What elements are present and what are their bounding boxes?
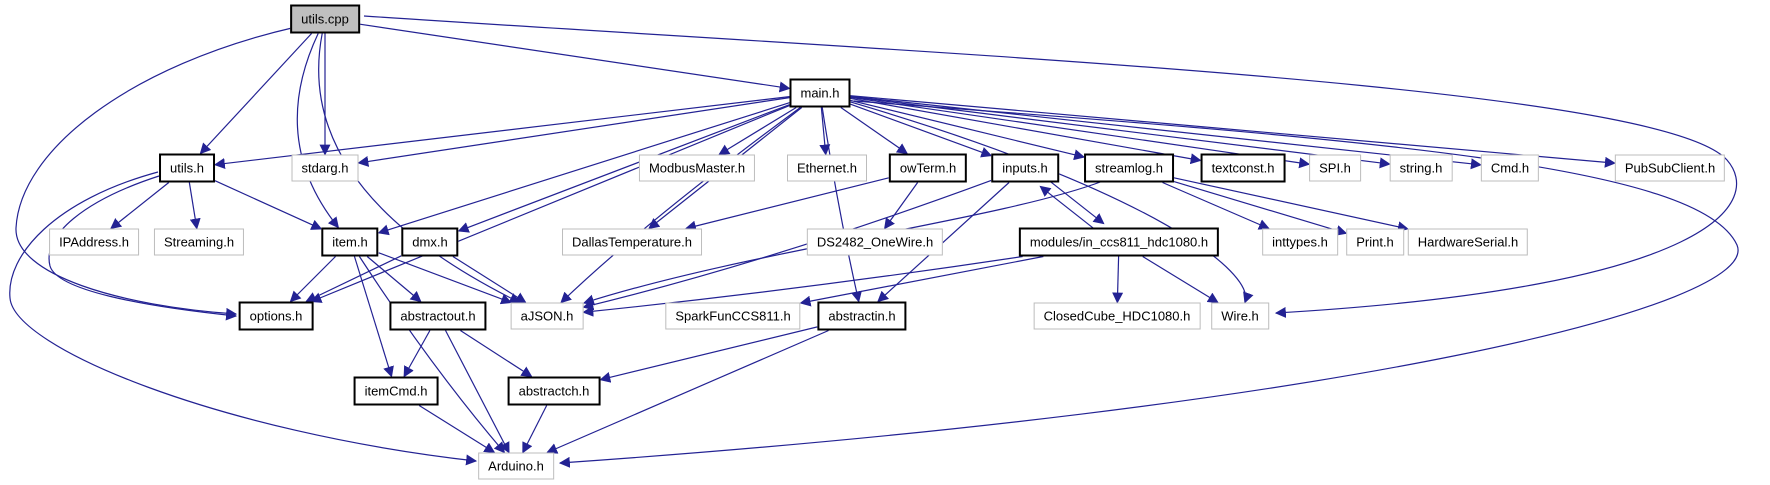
edge-owterm-h-includes-dallastemperature-h [684,177,889,232]
node-abstractch-h[interactable]: abstractch.h [507,376,601,406]
node-closedcube-hdc1080-h: ClosedCube_HDC1080.h [1033,302,1201,330]
node-ajson-h: aJSON.h [510,302,584,330]
edge-abstractout-h-includes-itemcmd-h [403,330,431,378]
edge-utils-h-includes-streaming-h [188,182,201,230]
edge-main-h-includes-wire-h [850,101,1254,304]
node-streamlog-h[interactable]: streamlog.h [1084,153,1174,183]
node-main-h[interactable]: main.h [789,78,851,108]
node-dmx-h[interactable]: dmx.h [401,227,459,257]
edge-abstractout-h-includes-arduino-h [445,330,510,454]
node-spi-h: SPI.h [1309,154,1361,182]
edge-modules-in-ccs811-hdc1080-h-includes-sparkfunccs811-h [799,255,1044,307]
edge-inputs-h-includes-modules-in-ccs811-hdc1080-h [1046,178,1105,225]
edge-modules-in-ccs811-hdc1080-h-includes-closedcube-hdc1080-h [1112,256,1124,304]
edge-inputs-h-includes-abstractin-h [877,182,1010,303]
edge-inputs-h-includes-ajson-h [582,179,992,311]
node-sparkfunccs811-h: SparkFunCCS811.h [665,302,801,330]
edge-main-h-includes-options-h [310,104,790,303]
node-hardwareserial-h: HardwareSerial.h [1407,228,1529,256]
edge-main-h-includes-abstractin-h [821,107,862,303]
edge-streamlog-h-includes-inttypes-h [1162,181,1270,230]
edge-main-h-includes-textconst-h [850,97,1202,165]
edge-abstractch-h-includes-arduino-h [522,405,548,454]
edge-main-h-includes-ethernet-h [819,107,831,156]
node-textconst-h[interactable]: textconst.h [1200,153,1286,183]
node-ds2482-onewire-h: DS2482_OneWire.h [806,228,944,256]
node-abstractin-h[interactable]: abstractin.h [817,301,907,331]
edge-owterm-h-includes-ds2482-onewire-h [884,182,919,230]
edge-group [9,15,1739,468]
edge-abstractin-h-includes-abstractch-h [599,326,818,383]
edge-streamlog-h-includes-hardwareserial-h [1173,177,1409,233]
edge-dmx-h-includes-ajson-h [452,255,527,304]
node-abstractout-h[interactable]: abstractout.h [389,301,487,331]
edge-modules-in-ccs811-hdc1080-h-includes-wire-h [1142,255,1219,304]
edge-utils-cpp-includes-utils-h [199,33,313,155]
edge-modules-in-ccs811-hdc1080-h-includes-inputs-h [1039,185,1098,232]
edge-main-h-includes-ajson-h [560,107,801,304]
node-ipaddress-h: IPAddress.h [49,228,139,256]
node-utils-cpp[interactable]: utils.cpp [290,4,360,34]
node-pubsubclient-h: PubSubClient.h [1614,154,1726,182]
edge-main-h-includes-modbusmaster-h [718,106,797,156]
edge-item-h-includes-ajson-h [378,252,513,305]
edge-main-h-includes-streamlog-h [850,99,1086,161]
edge-main-h-includes-stdarg-h [357,97,790,167]
node-wire-h: Wire.h [1211,302,1269,330]
edge-utils-h-includes-ipaddress-h [110,182,170,230]
node-options-h[interactable]: options.h [238,301,314,331]
edge-main-h-includes-inputs-h [850,103,993,158]
edge-utils-h-includes-options-h [48,175,238,321]
edge-main-h-includes-utils-h [213,96,790,169]
edge-main-h-includes-spi-h [850,96,1311,169]
node-utils-h[interactable]: utils.h [159,153,215,183]
node-string-h: string.h [1389,154,1453,182]
node-item-h[interactable]: item.h [321,227,379,257]
node-streaming-h: Streaming.h [153,228,245,256]
edge-item-h-includes-abstractout-h [366,256,422,303]
edge-utils-h-includes-arduino-h [9,171,478,466]
node-itemcmd-h[interactable]: itemCmd.h [353,376,439,406]
edge-item-h-includes-options-h [289,256,336,303]
edge-utils-cpp-includes-wire-h [363,15,1738,318]
node-stdarg-h: stdarg.h [291,154,359,182]
edge-utils-cpp-includes-options-h [15,26,297,319]
node-arduino-h: Arduino.h [478,452,554,480]
edge-dmx-h-includes-options-h [305,255,402,303]
edge-modules-in-ccs811-hdc1080-h-includes-ajson-h [582,255,1023,317]
edge-main-h-includes-dmx-h [457,104,790,233]
edge-main-h-includes-pubsubclient-h [850,95,1616,168]
edge-main-h-includes-owterm-h [840,107,909,155]
edge-utils-h-includes-item-h [214,180,323,230]
edge-abstractout-h-includes-abstractch-h [460,329,533,378]
edge-item-h-includes-arduino-h [358,256,506,454]
node-inttypes-h: inttypes.h [1262,228,1338,256]
node-ethernet-h: Ethernet.h [787,154,867,182]
node-inputs-h[interactable]: inputs.h [991,153,1059,183]
edge-abstractin-h-includes-arduino-h [546,329,829,454]
edge-utils-cpp-includes-main-h [359,23,791,93]
edge-main-h-includes-arduino-h [558,100,1739,468]
node-owterm-h[interactable]: owTerm.h [888,153,968,183]
edge-streamlog-h-includes-print-h [1173,180,1348,236]
node-cmd-h: Cmd.h [1480,154,1540,182]
edge-item-h-includes-itemcmd-h [353,256,394,378]
node-modules-in-ccs811-hdc1080-h[interactable]: modules/in_ccs811_hdc1080.h [1018,227,1220,257]
node-modbusmaster-h: ModbusMaster.h [638,154,756,182]
edge-main-h-includes-item-h [377,102,790,236]
edge-itemcmd-h-includes-arduino-h [418,404,496,454]
node-print-h: Print.h [1346,228,1404,256]
edge-main-h-includes-cmd-h [850,95,1482,170]
node-dallastemperature-h: DallasTemperature.h [562,228,702,256]
edge-utils-cpp-includes-item-h [296,33,340,229]
